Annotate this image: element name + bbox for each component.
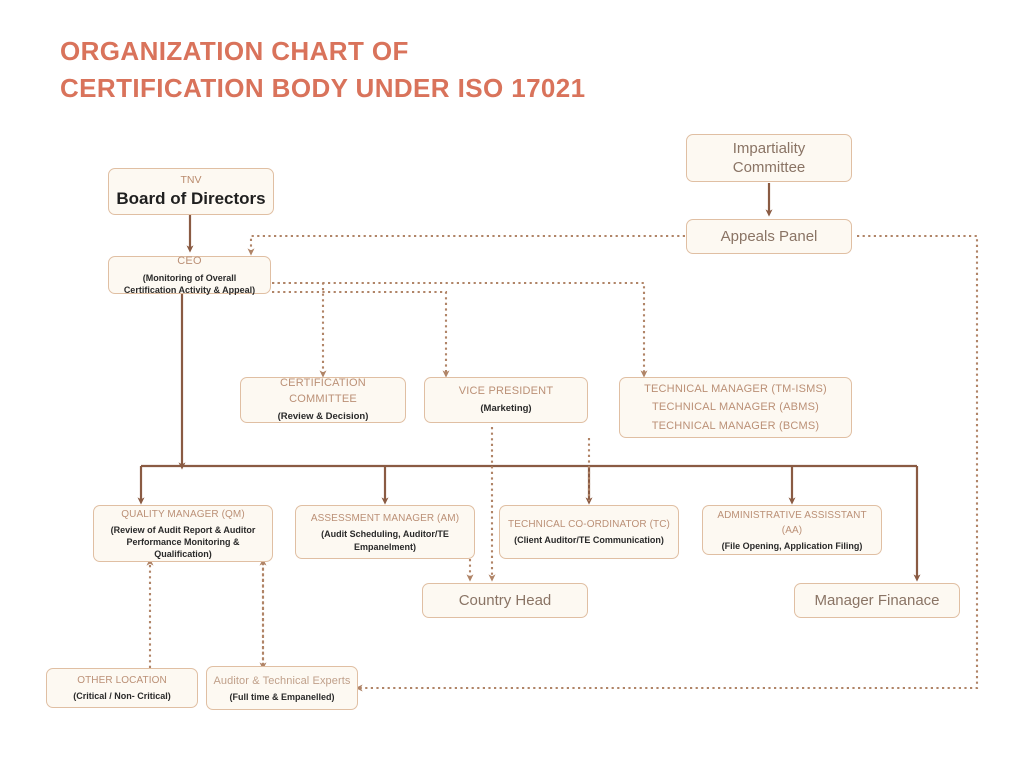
country-head-title: Country Head bbox=[458, 591, 552, 609]
node-technical-managers[interactable]: TECHNICAL MANAGER (TM-ISMS) TECHNICAL MA… bbox=[619, 377, 852, 438]
administrative-assistant-title-line-2: (AA) bbox=[781, 524, 803, 536]
vice-president-sub: (Marketing) bbox=[480, 403, 532, 415]
node-auditor-technical-experts[interactable]: Auditor & Technical Experts (Full time &… bbox=[206, 666, 358, 710]
node-impartiality-committee[interactable]: Impartiality Committee bbox=[686, 134, 852, 182]
ceo-title: CEO bbox=[177, 254, 202, 267]
page-title: ORGANIZATION CHART OF CERTIFICATION BODY… bbox=[60, 33, 586, 107]
node-vice-president[interactable]: VICE PRESIDENT (Marketing) bbox=[424, 377, 588, 423]
vice-president-title: VICE PRESIDENT bbox=[458, 385, 554, 398]
administrative-assistant-sub: (File Opening, Application Filing) bbox=[721, 540, 863, 551]
quality-manager-sub-line-1: (Review of Audit Report & Auditor bbox=[110, 524, 256, 535]
administrative-assistant-title-line-1: ADMINISTRATIVE ASSISSTANT bbox=[717, 509, 867, 521]
technical-coordinator-title: TECHNICAL CO-ORDINATOR (TC) bbox=[508, 519, 670, 531]
board-title: Board of Directors bbox=[116, 188, 266, 208]
ceo-sub-line-1: (Monitoring of Overall bbox=[142, 272, 237, 283]
manager-finance-title: Manager Finanace bbox=[814, 591, 940, 609]
node-country-head[interactable]: Country Head bbox=[422, 583, 588, 618]
technical-coordinator-sub: (Client Auditor/TE Communication) bbox=[514, 535, 664, 546]
appeals-panel-title: Appeals Panel bbox=[720, 227, 818, 245]
node-manager-finance[interactable]: Manager Finanace bbox=[794, 583, 960, 618]
technical-manager-bcms: TECHNICAL MANAGER (BCMS) bbox=[651, 419, 820, 432]
other-location-title: OTHER LOCATION bbox=[77, 675, 167, 687]
node-assessment-manager[interactable]: ASSESSMENT MANAGER (AM) (Audit Schedulin… bbox=[295, 505, 475, 559]
ceo-sub-line-2: Certification Activity & Appeal) bbox=[123, 284, 256, 295]
page-title-line-1: ORGANIZATION CHART OF bbox=[60, 36, 409, 66]
technical-manager-isms: TECHNICAL MANAGER (TM-ISMS) bbox=[644, 383, 827, 396]
board-eyebrow: TNV bbox=[180, 174, 202, 187]
dotted-connectors bbox=[146, 234, 979, 692]
node-ceo[interactable]: CEO (Monitoring of Overall Certification… bbox=[108, 254, 271, 295]
impartiality-line-1: Impartiality bbox=[732, 139, 806, 157]
node-other-location[interactable]: OTHER LOCATION (Critical / Non- Critical… bbox=[46, 668, 198, 708]
auditor-experts-sub: (Full time & Empanelled) bbox=[229, 692, 335, 703]
node-certification-committee[interactable]: CERTIFICATION COMMITTEE (Review & Decisi… bbox=[240, 377, 406, 423]
assessment-manager-title: ASSESSMENT MANAGER (AM) bbox=[310, 513, 460, 525]
node-technical-coordinator[interactable]: TECHNICAL CO-ORDINATOR (TC) (Client Audi… bbox=[499, 505, 679, 559]
technical-manager-abms: TECHNICAL MANAGER (ABMS) bbox=[652, 401, 819, 414]
other-location-sub: (Critical / Non- Critical) bbox=[73, 691, 171, 702]
node-quality-manager[interactable]: QUALITY MANAGER (QM) (Review of Audit Re… bbox=[93, 505, 273, 562]
wire-ceo-to-certification-committee bbox=[272, 281, 327, 378]
impartiality-line-2: Committee bbox=[732, 159, 806, 176]
quality-manager-title: QUALITY MANAGER (QM) bbox=[121, 508, 245, 520]
node-appeals-panel[interactable]: Appeals Panel bbox=[686, 219, 852, 254]
quality-manager-sub-line-2: Performance Monitoring & Qualification) bbox=[126, 536, 240, 560]
node-board-of-directors[interactable]: TNV Board of Directors bbox=[108, 168, 274, 215]
assessment-manager-sub: (Audit Scheduling, Auditor/TE Empanelmen… bbox=[321, 529, 449, 552]
certification-committee-title: CERTIFICATION COMMITTEE bbox=[280, 377, 366, 406]
wire-appeals-panel-feedback-loop bbox=[355, 234, 979, 692]
page-title-line-2: CERTIFICATION BODY UNDER ISO 17021 bbox=[60, 72, 586, 103]
node-administrative-assistant[interactable]: ADMINISTRATIVE ASSISSTANT (AA) (File Ope… bbox=[702, 505, 882, 555]
wire-appeals-to-ceo bbox=[247, 234, 685, 256]
wire-ceo-to-technical-managers bbox=[272, 281, 648, 378]
auditor-experts-title: Auditor & Technical Experts bbox=[213, 674, 351, 687]
certification-committee-sub: (Review & Decision) bbox=[277, 411, 369, 423]
wire-ceo-to-vice-president bbox=[272, 290, 450, 378]
